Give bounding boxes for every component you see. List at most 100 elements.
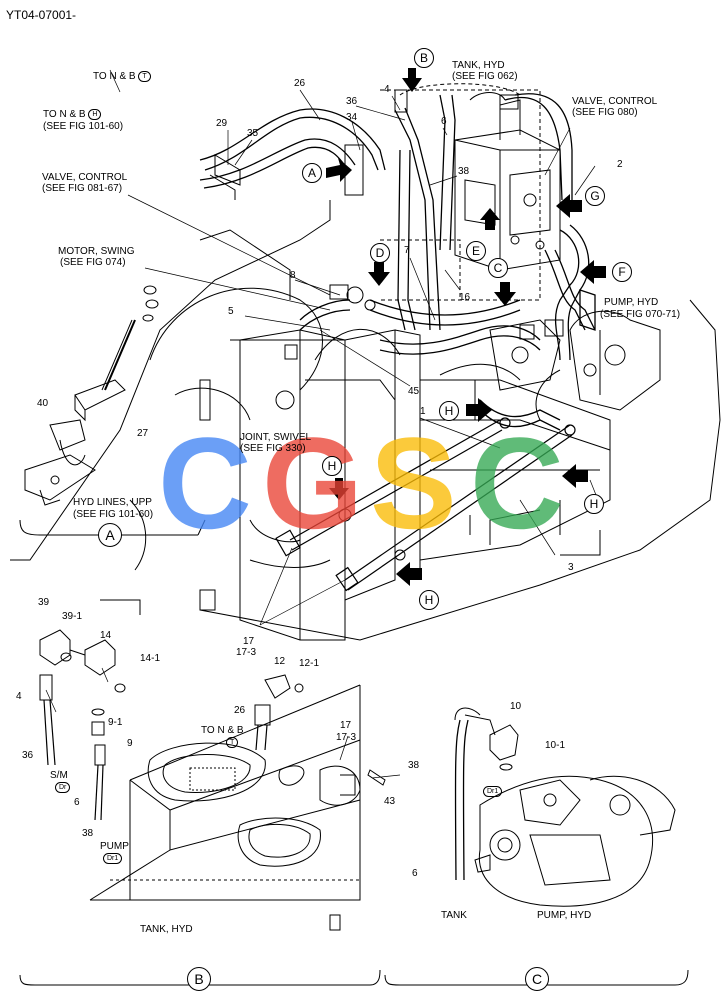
arrow-h1: [466, 398, 492, 422]
part-2: 2: [617, 159, 623, 170]
part-b-12: 12: [274, 656, 286, 667]
leader-lines: [45, 69, 601, 779]
part-1: 1: [420, 406, 426, 417]
pump-b-label: PUMP: [100, 841, 129, 852]
part-c-38: 38: [408, 760, 420, 771]
arrow-d: [368, 262, 390, 286]
part-b-39-1: 39-1: [62, 611, 83, 622]
arrow-g: [556, 194, 582, 218]
to-nb-b-tag-wrap: T: [226, 737, 239, 748]
pump-hyd-right: [489, 310, 661, 421]
view-tag-a: A: [302, 163, 322, 183]
arrow-f: [580, 260, 606, 284]
part-36: 36: [346, 96, 358, 107]
view-tag-h1: H: [439, 401, 459, 421]
view-tag-c: C: [488, 258, 508, 278]
hyd-lines-ref: (SEE FIG 101-60): [73, 509, 154, 520]
tank-hyd-b-label: TANK, HYD: [140, 924, 193, 935]
view-tag-g: G: [585, 186, 605, 206]
view-tag-b: B: [414, 48, 434, 68]
pump-hyd-right-ref: (SEE FIG 070-71): [600, 309, 681, 320]
watermark-letter: G: [262, 410, 363, 556]
arrow-h4: [562, 464, 588, 488]
part-38: 38: [458, 166, 470, 177]
tank-hyd-upper: [380, 83, 541, 301]
part-6: 6: [441, 116, 447, 127]
part-8: 8: [290, 270, 296, 281]
view-tag-h3: H: [419, 590, 439, 610]
watermark-letter: C: [470, 410, 564, 556]
view-tag-h2: H: [322, 456, 342, 476]
tag-t: T: [138, 71, 151, 82]
arrow-a: [326, 158, 352, 182]
part-b-38: 38: [82, 828, 94, 839]
watermark-letter: S: [370, 410, 457, 556]
joint-swivel-label: JOINT, SWIVEL: [240, 432, 312, 443]
arrow-b: [402, 68, 422, 92]
sm-label: S/M: [50, 770, 68, 781]
part-16: 16: [459, 292, 471, 303]
part-7: 7: [404, 245, 410, 256]
part-b-14: 14: [100, 630, 112, 641]
inset-a-parts: [19, 285, 206, 536]
tag-h: H: [88, 109, 102, 120]
arrow-c: [494, 282, 516, 306]
tag-dr: Dr: [55, 782, 71, 793]
section-tag-a: A: [98, 523, 122, 547]
part-4: 4: [384, 84, 390, 95]
document-id: YT04-07001-: [6, 8, 77, 22]
view-arrows: [326, 68, 606, 586]
valve-control-right-ref: (SEE FIG 080): [572, 107, 638, 118]
part-40: 40: [37, 398, 49, 409]
part-b-26: 26: [234, 705, 246, 716]
part-17: 17: [243, 636, 255, 647]
valve-control-right-label: VALVE, CONTROL: [572, 96, 658, 107]
part-b-43: 43: [384, 796, 396, 807]
steel-tubes: [275, 417, 576, 592]
part-b-6: 6: [74, 797, 80, 808]
part-26: 26: [294, 78, 306, 89]
view-tag-f: F: [612, 262, 632, 282]
to-nb-t-label: TO N & B T: [93, 71, 151, 82]
part-b-9: 9: [127, 738, 133, 749]
pump-hyd-c-label: PUMP, HYD: [537, 910, 592, 921]
part-34: 34: [346, 112, 358, 123]
fittings-center: [209, 89, 564, 561]
view-tag-e: E: [466, 241, 486, 261]
section-c: [384, 707, 689, 986]
section-b: [19, 629, 386, 986]
hyd-lines-label: HYD LINES, UPP: [73, 497, 152, 508]
watermark-letter: C: [158, 410, 252, 556]
joint-swivel-ref: (SEE FIG 330): [240, 443, 306, 454]
part-c-10: 10: [510, 701, 522, 712]
view-tag-h4: H: [584, 494, 604, 514]
part-b-36: 36: [22, 750, 34, 761]
to-nb-h-ref: (SEE FIG 101-60): [43, 121, 124, 132]
pump-b-tag-wrap: Dr1: [103, 853, 123, 864]
tank-hyd-top-ref: (SEE FIG 062): [452, 71, 518, 82]
tank-hyd-top-label: TANK, HYD: [452, 60, 505, 71]
to-nb-h-label: TO N & B H: [43, 109, 102, 120]
part-b-12-1: 12-1: [299, 658, 320, 669]
arrow-h3: [396, 562, 422, 586]
part-c-6: 6: [412, 868, 418, 879]
section-tag-b: B: [187, 967, 211, 991]
to-nb-b-label: TO N & B: [201, 725, 244, 736]
part-b-4: 4: [16, 691, 22, 702]
part-b-39: 39: [38, 597, 50, 608]
tank-c-label: TANK: [441, 910, 467, 921]
tag-dr1: Dr1: [103, 853, 123, 864]
part-29: 29: [216, 118, 228, 129]
dr1-c-tag-wrap: Dr1: [483, 786, 503, 797]
part-b-17-3: 17-3: [336, 732, 357, 743]
motor-swing-ref: (SEE FIG 074): [60, 257, 126, 268]
motor-swing-label: MOTOR, SWING: [58, 246, 135, 257]
part-c-10-1: 10-1: [545, 740, 566, 751]
tag-t-b: T: [226, 737, 239, 748]
part-17-3: 17-3: [236, 647, 257, 658]
part-b-9-1: 9-1: [108, 717, 123, 728]
part-35: 35: [247, 128, 259, 139]
